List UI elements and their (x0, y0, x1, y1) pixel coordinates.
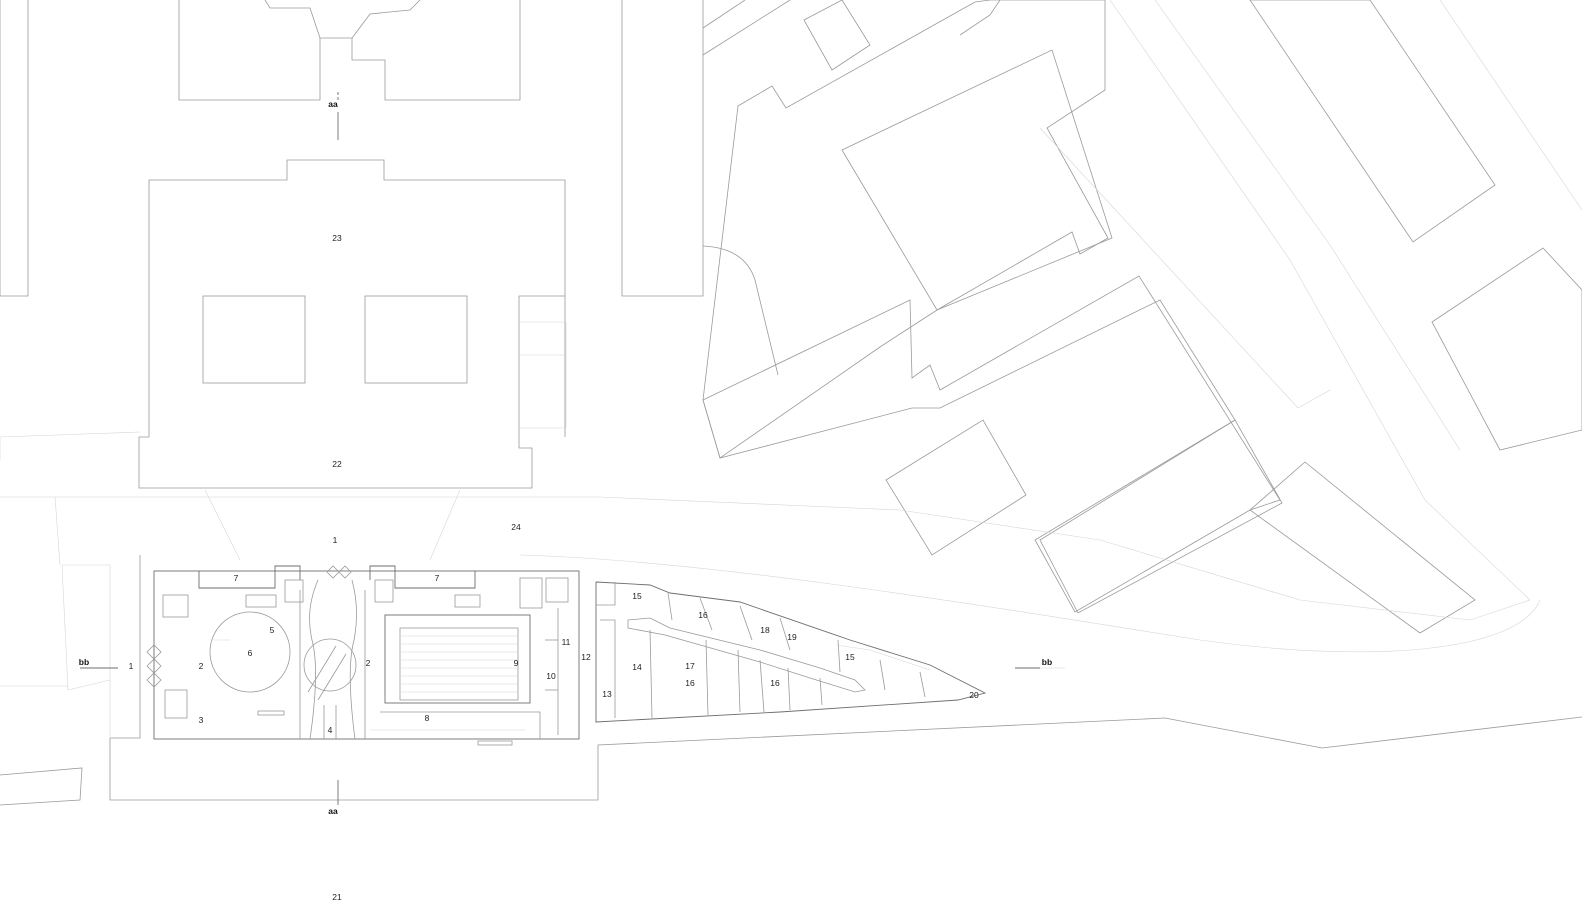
label-17: 17 (685, 661, 695, 671)
label-15-west: 15 (632, 591, 642, 601)
label-12: 12 (581, 652, 591, 662)
label-11: 11 (562, 637, 571, 647)
label-21: 21 (332, 892, 342, 902)
label-10: 10 (546, 671, 556, 681)
label-2-east: 2 (366, 658, 371, 668)
label-15-east: 15 (845, 652, 855, 662)
label-1-plaza: 1 (333, 535, 338, 545)
section-bb-right: bb (1042, 657, 1052, 667)
section-lines (80, 92, 1040, 805)
label-18: 18 (760, 625, 770, 635)
context-buildings-left (0, 0, 704, 297)
context-buildings-right (702, 0, 1582, 634)
section-markers: aa aa bb bb (79, 99, 1052, 816)
label-5: 5 (270, 625, 275, 635)
label-1-west: 1 (129, 661, 134, 671)
room-labels: 1 1 2 2 3 4 5 6 7 7 8 9 10 11 12 13 14 1… (129, 233, 979, 902)
label-19: 19 (787, 632, 797, 642)
label-16-mid: 16 (685, 678, 695, 688)
label-6: 6 (248, 648, 253, 658)
label-16-top: 16 (698, 610, 708, 620)
label-3: 3 (199, 715, 204, 725)
label-20: 20 (969, 690, 979, 700)
label-22: 22 (332, 459, 342, 469)
east-wing-plan (595, 581, 987, 723)
label-24: 24 (511, 522, 521, 532)
label-7-east: 7 (435, 573, 440, 583)
label-8: 8 (425, 713, 430, 723)
label-14: 14 (632, 662, 642, 672)
label-13: 13 (602, 689, 612, 699)
label-23: 23 (332, 233, 342, 243)
section-aa-top: aa (328, 99, 338, 109)
section-bb-left: bb (79, 657, 89, 667)
section-aa-bottom: aa (328, 806, 338, 816)
label-2-west: 2 (199, 661, 204, 671)
courtyard-building (138, 159, 567, 489)
label-16-right: 16 (770, 678, 780, 688)
label-7-west: 7 (234, 573, 239, 583)
main-building-plan (146, 565, 580, 746)
label-9: 9 (514, 658, 519, 668)
label-4: 4 (328, 725, 333, 735)
street-lines (0, 431, 1582, 806)
